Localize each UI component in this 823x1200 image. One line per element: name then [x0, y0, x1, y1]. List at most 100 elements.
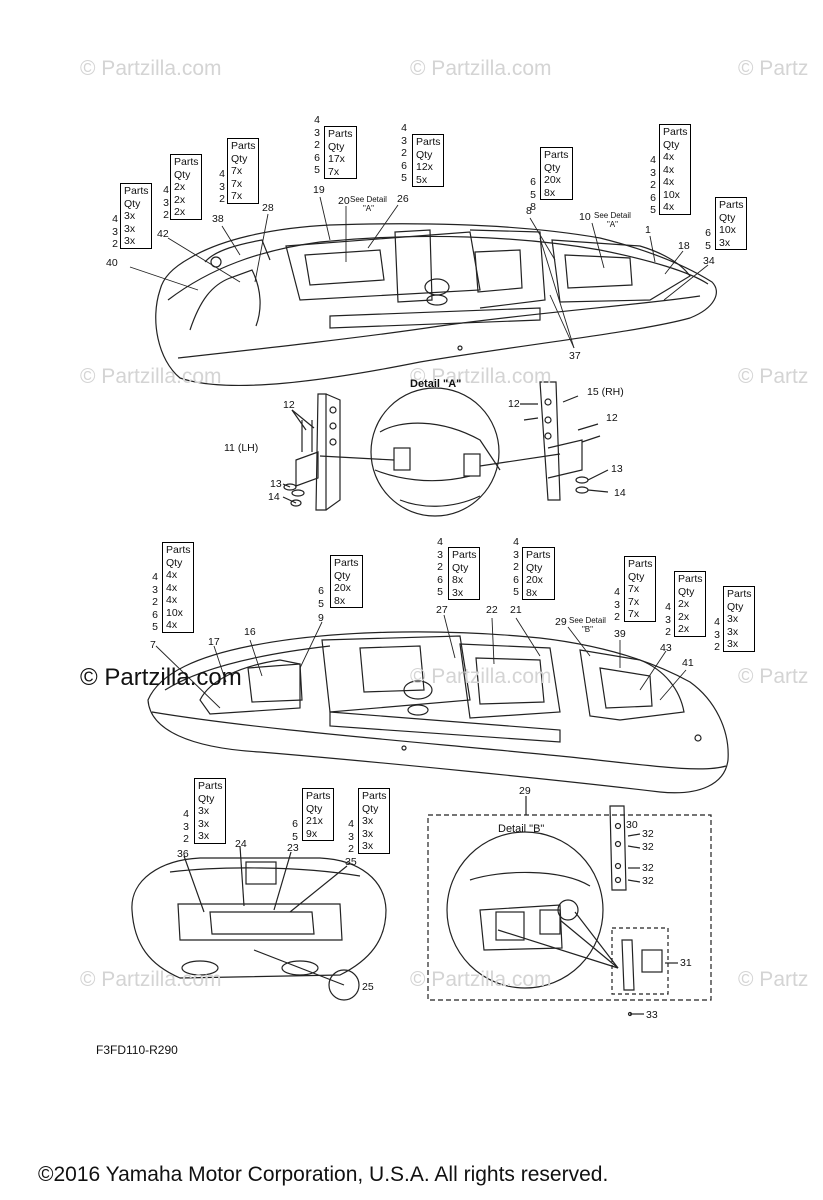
qty-index: 4	[614, 586, 620, 598]
qty-value: 2x	[678, 610, 690, 623]
qty-value: 3x	[727, 625, 739, 638]
qty-box-header: Parts	[306, 790, 331, 802]
qty-value: 3x	[362, 815, 374, 827]
qty-box-header: Parts	[124, 185, 149, 197]
watermark: © Partzilla.com	[410, 665, 552, 688]
callout-13: 13	[611, 463, 623, 475]
qty-value: 3x	[362, 827, 374, 840]
qty-box-header: Qty	[719, 211, 736, 224]
detail-b-drawing	[427, 796, 712, 1017]
qty-value: 21x	[306, 815, 323, 827]
callout-8: 8	[526, 205, 532, 217]
callout-38: 38	[212, 213, 224, 225]
qty-value: 20x	[544, 174, 561, 186]
callout-12: 12	[508, 398, 520, 410]
callout-26: 26	[397, 193, 409, 205]
qty-box-header: Qty	[544, 161, 561, 174]
qty-value: 20x	[526, 574, 543, 586]
qty-index: 3	[665, 613, 671, 626]
qty-value: 4x	[166, 619, 178, 631]
qty-box-header: Qty	[174, 168, 191, 181]
watermark: © Partzilla.com	[80, 57, 222, 80]
qty-box: Parts Qty 8x 3x	[448, 547, 480, 600]
qty-index: 5	[530, 188, 536, 201]
qty-value: 4x	[166, 569, 178, 581]
qty-box: Parts Qty 3x 3x 3x	[120, 183, 152, 249]
qty-box: Parts Qty 20x 8x	[522, 547, 555, 600]
qty-index: 3	[401, 134, 407, 147]
qty-box: Parts Qty 4x 4x 4x 10x 4x	[162, 542, 194, 633]
callout-1: 1	[645, 224, 651, 236]
qty-index: 4	[112, 213, 118, 225]
callout-32: 32	[642, 862, 654, 874]
qty-index: 6	[530, 176, 536, 188]
qty-index-column: 4 3 2	[104, 213, 118, 251]
callout-24: 24	[235, 838, 247, 850]
callout-10: 10	[579, 211, 591, 223]
qty-box-header: Parts	[727, 588, 752, 600]
qty-value: 2x	[174, 181, 186, 193]
qty-index: 2	[152, 596, 158, 608]
callout-22: 22	[486, 604, 498, 616]
qty-index-column: 4 3 2	[175, 808, 189, 846]
see-detail-text: See Detail	[350, 195, 387, 204]
qty-index: 6	[314, 151, 320, 164]
qty-index: 2	[665, 626, 671, 638]
qty-index: 5	[401, 172, 407, 184]
see-detail-b-label: See Detail "B"	[569, 616, 606, 634]
qty-index-column: 4 3 2	[706, 616, 720, 654]
qty-box-header: Parts	[678, 573, 703, 585]
qty-index: 8	[530, 201, 536, 213]
qty-box-header: Qty	[198, 792, 215, 805]
qty-value: 10x	[166, 606, 183, 619]
qty-index-column: 4 3 2 6 5	[393, 122, 407, 185]
qty-box: Parts Qty 7x 7x 7x	[227, 138, 259, 204]
detail-a-drawing	[282, 381, 609, 517]
callout-37: 37	[569, 350, 581, 362]
callout-16: 16	[244, 626, 256, 638]
qty-index: 4	[163, 184, 169, 196]
qty-index-column: 4 3 2	[606, 586, 620, 624]
qty-index: 4	[665, 601, 671, 613]
qty-index: 4	[513, 536, 519, 548]
qty-value: 3x	[452, 586, 464, 599]
qty-value: 12x	[416, 161, 433, 173]
watermark-bold: © Partzilla.com	[80, 664, 242, 691]
see-detail-a-label: See Detail "A"	[350, 195, 387, 213]
qty-value: 2x	[678, 598, 690, 610]
callout-12: 12	[606, 412, 618, 424]
qty-value: 7x	[628, 595, 640, 608]
qty-value: 3x	[124, 210, 136, 222]
qty-value: 3x	[124, 222, 136, 235]
watermark: © Partzilla.com	[80, 968, 222, 991]
qty-value: 4x	[166, 581, 178, 594]
qty-index: 5	[292, 830, 298, 843]
qty-index: 2	[183, 833, 189, 845]
qty-index: 2	[437, 561, 443, 573]
callout-36: 36	[177, 848, 189, 860]
qty-index: 3	[650, 166, 656, 179]
qty-value: 3x	[198, 805, 210, 817]
qty-index: 6	[318, 585, 324, 597]
qty-index: 5	[437, 586, 443, 598]
qty-value: 4x	[663, 201, 675, 213]
qty-box-header: Qty	[416, 148, 433, 161]
boat-top-drawing	[155, 223, 717, 387]
qty-index: 5	[314, 164, 320, 176]
callout-30: 30	[626, 819, 638, 831]
qty-index-column: 4 3 2 6 5	[144, 571, 158, 634]
stern-view-drawing	[131, 845, 387, 1001]
watermark: © Partz	[738, 57, 809, 80]
qty-box-header: Qty	[727, 600, 744, 613]
qty-box: Parts Qty 21x 9x	[302, 788, 334, 841]
qty-box: Parts Qty 7x 7x 7x	[624, 556, 656, 622]
qty-index: 2	[401, 147, 407, 159]
qty-box: Parts Qty 12x 5x	[412, 134, 444, 187]
see-detail-a-label: See Detail "A"	[594, 211, 631, 229]
qty-value: 10x	[663, 188, 680, 201]
watermark: © Partz	[738, 968, 809, 991]
qty-index-column: 4 3 2 6 5	[642, 154, 656, 217]
qty-index: 2	[314, 139, 320, 151]
